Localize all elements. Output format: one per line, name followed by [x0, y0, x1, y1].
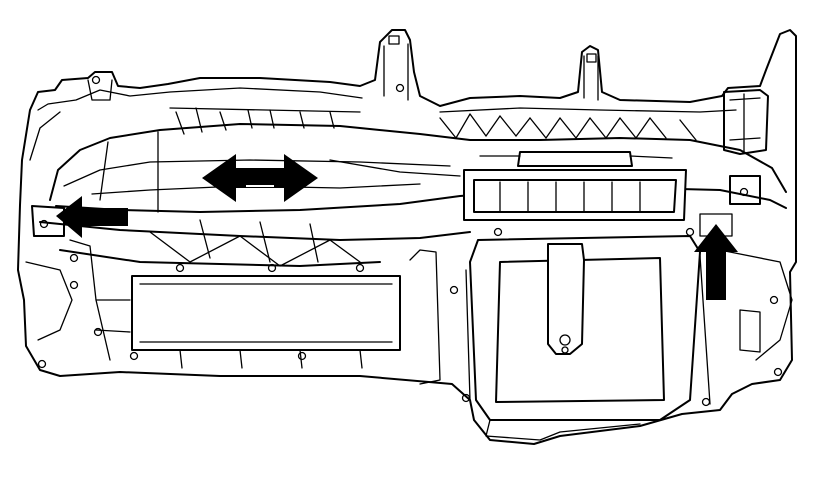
hvac-module: [409, 235, 711, 441]
fastener-holes: [37, 75, 783, 407]
duct-ribs: [169, 107, 697, 141]
arrow-up: [694, 224, 738, 300]
center-outlet-grille: [463, 151, 687, 221]
lower-structure: [39, 219, 471, 369]
carrier-frame: [17, 29, 797, 445]
arrow-double: [202, 154, 318, 202]
hvac-trunk-duct: [49, 89, 787, 213]
right-bracket: [699, 175, 793, 361]
left-bracket: [25, 205, 131, 361]
arrow-left: [56, 196, 128, 238]
